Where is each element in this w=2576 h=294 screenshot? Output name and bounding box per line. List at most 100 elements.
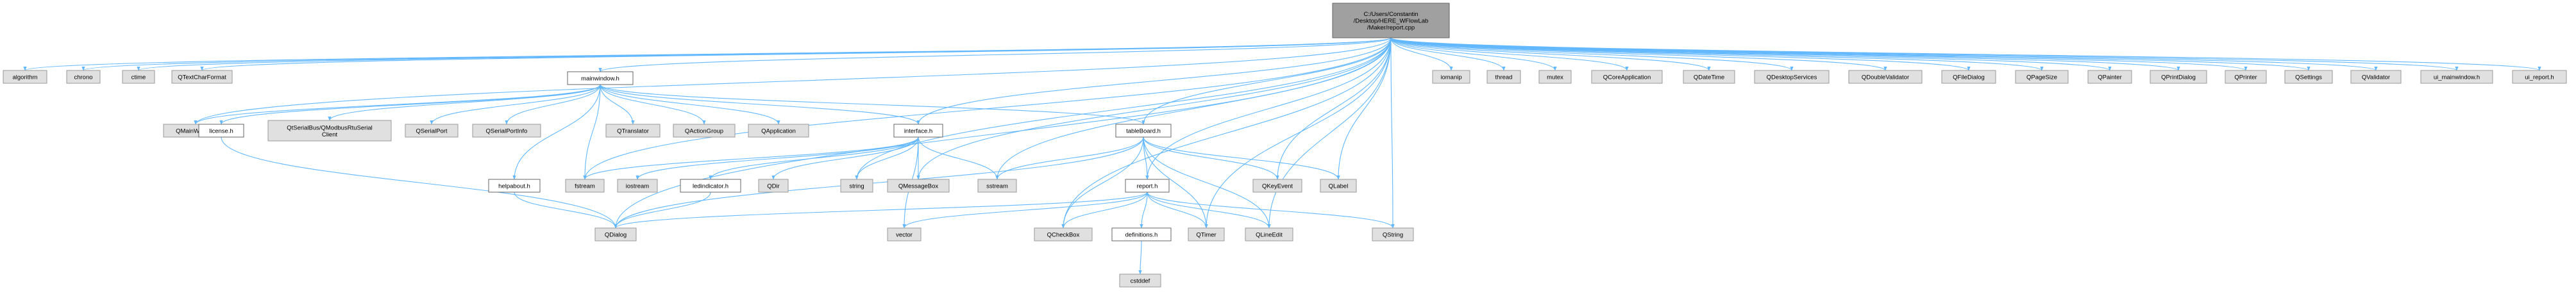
node-label: sstream [986,183,1008,190]
edge-root-to-QDesktopServices [1390,37,1794,71]
node-box [673,124,736,138]
node-box [2015,70,2069,84]
node-label: QCheckBox [1047,232,1080,239]
node-mutex: mutex [1538,70,1572,84]
node-label: mainwindow.h [581,76,619,83]
node-report[interactable]: report.h [1125,179,1170,193]
node-box [565,179,605,193]
edge-report-to-QLineEdit [1147,192,1271,229]
node-QPrinter: QPrinter [2225,70,2267,84]
node-box [617,179,658,193]
node-box [1320,179,1357,193]
node-box [893,124,943,138]
edge-root-to-QTextCharFormat [200,37,1392,71]
node-helpabout[interactable]: helpabout.h [488,179,541,193]
node-iostream: iostream [617,179,658,193]
node-QPainter: QPainter [2087,70,2132,84]
node-QLineEdit: QLineEdit [1245,227,1293,241]
node-label: tableBoard.h [1126,128,1161,135]
node-label: QLineEdit [1256,232,1283,239]
edge-mainwindow-to-QSerialPort [430,84,601,125]
edge-root-to-QPrinter [1390,37,2248,71]
edge-license-to-QDialog [221,136,618,229]
node-box [758,179,789,193]
node-QActionGroup: QActionGroup [673,124,736,138]
node-chrono: chrono [66,70,101,84]
node-box [2350,70,2402,84]
node-tableBoard[interactable]: tableBoard.h [1115,124,1172,138]
edge-root-to-QLabel [1336,37,1392,180]
edge-mainwindow-to-license [219,84,601,125]
edge-interface-to-QDir [771,136,919,180]
node-box [594,227,637,241]
edge-mainwindow-to-QtSerialBus [328,84,601,121]
edge-tableBoard-to-QTimer [1143,136,1208,229]
node-label: QSerialPort [416,128,447,135]
node-label: QSerialPortInfo [486,128,528,135]
edge-root-to-QCoreApplication [1390,37,1629,71]
edge-tableBoard-to-QCheckBox [1061,136,1144,229]
node-box [3,70,47,84]
edge-root-to-QMainWindow [194,37,1392,125]
node-vector: vector [887,227,922,241]
edges [23,37,2541,275]
edge-root-to-QValidator [1390,37,2378,71]
node-QMessageBox: QMessageBox [887,179,950,193]
edge-root-to-algorithm [23,37,1392,71]
node-label: ledindicator.h [693,183,728,190]
node-fstream: fstream [565,179,605,193]
edge-root-to-QDialog [614,37,1392,229]
node-box [1683,70,1735,84]
node-license[interactable]: license.h [198,124,244,138]
node-box [1125,179,1170,193]
node-QTranslator: QTranslator [605,124,661,138]
node-interface[interactable]: interface.h [893,124,943,138]
node-QString: QString [1372,227,1414,241]
node-box [2150,70,2207,84]
node-root[interactable]: C:/Users/Constantin/Desktop/HERE_WFlowLa… [1332,3,1450,38]
node-ledindicator[interactable]: ledindicator.h [680,179,741,193]
node-QDesktopServices: QDesktopServices [1754,70,1830,84]
node-algorithm: algorithm [3,70,47,84]
node-box [2284,70,2333,84]
node-mainwindow[interactable]: mainwindow.h [567,71,634,85]
node-QApplication: QApplication [748,124,809,138]
node-box [1034,227,1093,241]
edge-root-to-mutex [1390,37,1557,71]
edge-interface-to-string [855,136,919,180]
node-box [198,124,244,138]
node-label: /Desktop/HERE_WFlowLab [1354,18,1429,25]
node-label: QtSerialBus/QModbusRtuSerial [287,124,373,131]
node-label: QDateTime [1694,74,1724,81]
node-label: iomanip [1440,74,1461,81]
edge-mainwindow-to-helpabout [512,84,601,180]
node-box [1119,274,1161,288]
edge-report-to-vector [902,192,1148,229]
edge-report-to-definitions [1140,192,1148,229]
node-QDialog: QDialog [594,227,637,241]
node-box [605,124,661,138]
node-label: vector [896,232,913,239]
node-thread: thread [1486,70,1521,84]
edge-root-to-thread [1390,37,1506,71]
edge-root-to-fstream [583,37,1392,180]
edge-root-to-QKeyEvent [1275,37,1392,180]
node-box [567,71,634,85]
node-box [887,179,950,193]
node-box [1486,70,1521,84]
node-definitions[interactable]: definitions.h [1111,227,1172,241]
node-label: QString [1383,232,1403,239]
node-label: QSettings [2295,74,2322,81]
node-QSerialPort: QSerialPort [405,124,459,138]
edge-mainwindow-to-QApplication [600,84,780,125]
node-label: report.h [1137,183,1158,190]
node-box [267,120,392,142]
edge-interface-to-fstream [583,136,919,180]
edge-root-to-QMessageBox [916,37,1392,180]
node-label: string [849,183,864,190]
edge-tableBoard-to-QLineEdit [1143,136,1271,229]
edge-root-to-QCheckBox [1061,37,1392,229]
edge-definitions-to-cstddef [1138,240,1142,275]
